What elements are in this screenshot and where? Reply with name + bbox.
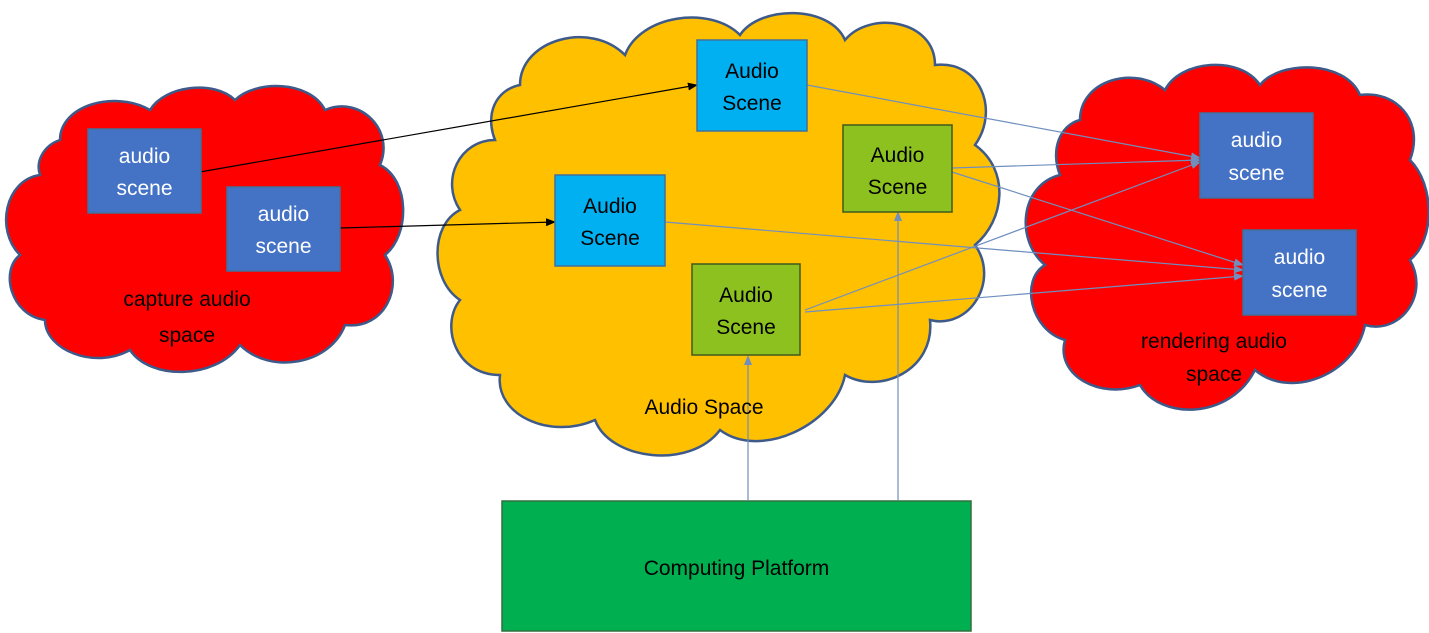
space-to-render-link-1 (806, 84, 1201, 161)
capture-scene-2-line1: audio (258, 203, 309, 226)
capture-scene-1-line2: scene (116, 177, 172, 200)
space-scene-3-line1: Audio (871, 144, 925, 167)
space-scene-3-line2: Scene (868, 176, 928, 199)
space-to-render-link-5 (804, 161, 1201, 311)
audio-space-label: Audio Space (644, 396, 763, 419)
space-scene-2-line1: Audio (583, 195, 637, 218)
capture-scene-box-1[interactable]: audio scene (87, 128, 202, 214)
capture-scene-box-2[interactable]: audio scene (226, 186, 341, 272)
computing-platform-box[interactable]: Computing Platform (501, 500, 972, 632)
connections (199, 82, 1244, 500)
capture-audio-space-label-line1: capture audio (123, 288, 250, 311)
audio-space-cloud (436, 11, 1001, 457)
rendering-audio-space-label-line1: rendering audio (1141, 330, 1287, 353)
space-scene-box-2[interactable]: Audio Scene (554, 174, 666, 267)
space-to-render-link-2 (664, 221, 1244, 274)
space-scene-box-3[interactable]: Audio Scene (842, 124, 953, 213)
capture-scene-2-line2: scene (255, 235, 311, 258)
rendering-scene-1-line2: scene (1228, 162, 1284, 185)
space-scene-4-line1: Audio (719, 284, 773, 307)
space-scene-4-line2: Scene (716, 316, 776, 339)
space-to-render-link-6 (804, 272, 1244, 313)
capture-to-space-link-1 (199, 82, 698, 173)
rendering-scene-box-1[interactable]: audio scene (1199, 112, 1314, 199)
rendering-scene-1-line1: audio (1231, 129, 1282, 152)
capture-to-space-link-2 (339, 218, 556, 229)
space-scene-1-line2: Scene (722, 92, 782, 115)
space-scene-2-line2: Scene (580, 227, 640, 250)
capture-scene-1-line1: audio (119, 145, 170, 168)
space-scene-1-line1: Audio (725, 60, 779, 83)
space-to-render-link-4 (951, 171, 1244, 267)
rendering-scene-2-line1: audio (1274, 246, 1325, 269)
capture-audio-space-label-line2: space (159, 324, 215, 347)
space-scene-box-1[interactable]: Audio Scene (696, 39, 808, 132)
rendering-scene-2-line2: scene (1271, 279, 1327, 302)
computing-platform-label: Computing Platform (644, 557, 830, 580)
rendering-scene-box-2[interactable]: audio scene (1242, 229, 1357, 316)
space-to-render-link-3 (951, 156, 1201, 169)
rendering-audio-space-label-line2: space (1186, 363, 1242, 386)
rendering-audio-space-cloud (1024, 63, 1429, 411)
space-scene-box-4[interactable]: Audio Scene (691, 263, 801, 356)
